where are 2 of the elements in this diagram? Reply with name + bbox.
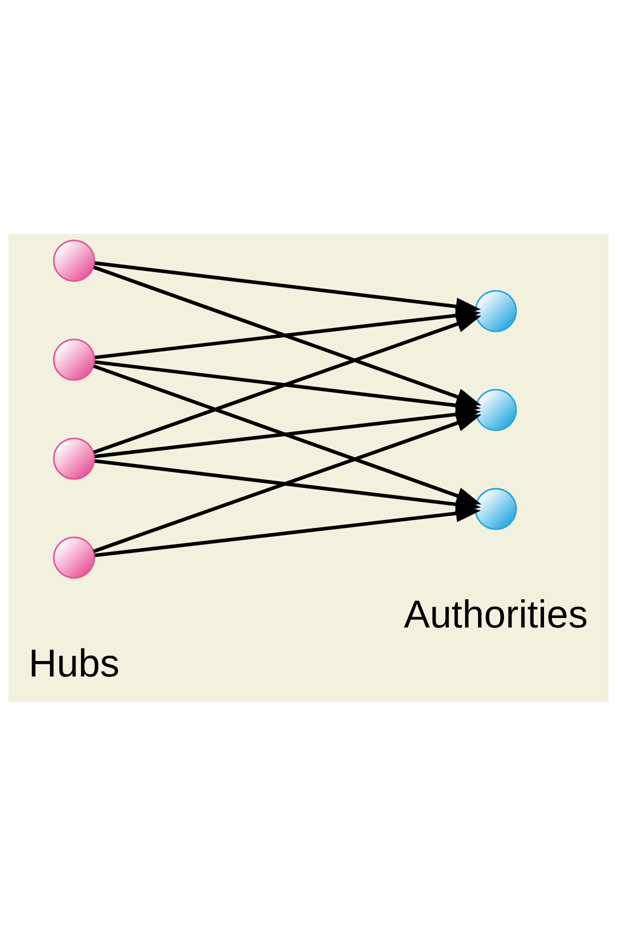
label: Authorities	[404, 594, 588, 637]
label: Hubs	[28, 642, 120, 686]
